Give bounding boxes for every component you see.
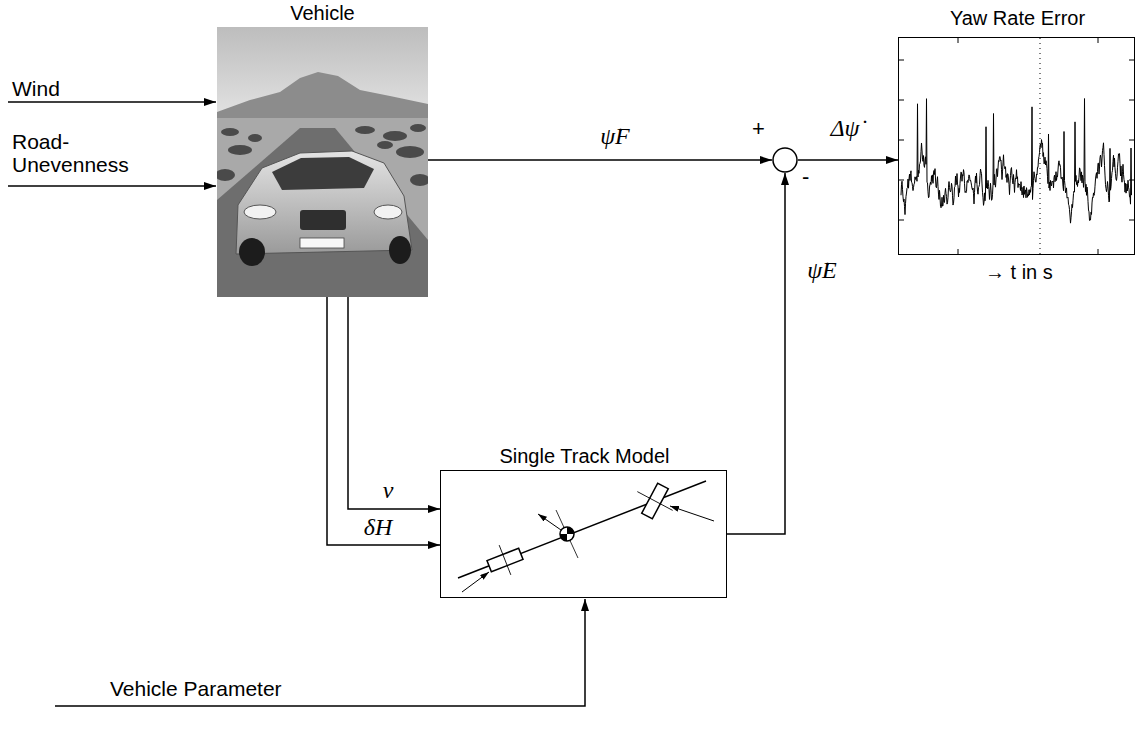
- yaw-rate-trace: [901, 99, 1132, 224]
- box-heading: Vehicle: [290, 1, 355, 25]
- car-grille: [300, 210, 346, 230]
- signal-label: δH: [362, 513, 395, 541]
- signal-connector: [727, 173, 785, 534]
- car-wheel: [389, 236, 411, 264]
- car-plate: [300, 238, 344, 248]
- axis-label: → t in s: [985, 260, 1053, 284]
- signal-connector: [428, 159, 772, 161]
- car-headlight: [244, 205, 276, 219]
- car-body: [236, 151, 412, 254]
- model-box: Single Track Model: [440, 470, 727, 598]
- signal-connector: [348, 297, 440, 509]
- summing-junction: +-: [772, 147, 798, 173]
- input-arrow: [8, 101, 216, 103]
- input-label: Road- Unevenness: [12, 130, 137, 176]
- plot-ticks: [898, 37, 1135, 255]
- input-arrow: [8, 185, 216, 187]
- vehicle-photo: [217, 27, 428, 297]
- car-headlight: [374, 205, 402, 219]
- parameter-label: Vehicle Parameter: [110, 677, 282, 700]
- photo-plain: [217, 118, 428, 297]
- force-arrow: [462, 572, 489, 592]
- single-track-sketch: [458, 477, 714, 592]
- plot-heading: Yaw Rate Error: [950, 6, 1085, 30]
- photo-sky: [217, 27, 428, 127]
- parameter-arrow: [55, 599, 585, 706]
- car-windshield: [272, 157, 374, 190]
- rear-wheel: [483, 539, 526, 581]
- vehicle-axis: [458, 481, 706, 578]
- force-arrow: [538, 514, 561, 530]
- signal-label: ψ̇E: [805, 256, 839, 284]
- signal-label: Δψ̇: [829, 114, 862, 142]
- signal-label: v: [381, 476, 396, 504]
- plot-box: Yaw Rate Error→ t in s: [898, 37, 1135, 255]
- photo-road: [217, 128, 428, 297]
- input-label: Wind: [12, 77, 60, 100]
- vehicle-box: Vehicle: [217, 27, 428, 297]
- center-line: [556, 510, 578, 558]
- center-of-gravity-fill: [560, 527, 574, 541]
- junction-circle-outline: [773, 148, 797, 172]
- sign-minus: -: [802, 165, 809, 189]
- signal-label: ψ̇F: [598, 122, 632, 150]
- junction-circle: [772, 147, 798, 173]
- center-of-gravity: [560, 527, 574, 541]
- signal-connector: [327, 297, 440, 545]
- force-arrow: [670, 506, 714, 521]
- front-wheel: [629, 477, 680, 526]
- box-heading: Single Track Model: [499, 444, 669, 468]
- sign-plus: +: [752, 117, 765, 141]
- car-wheel: [239, 238, 265, 266]
- signal-connector: [798, 159, 898, 161]
